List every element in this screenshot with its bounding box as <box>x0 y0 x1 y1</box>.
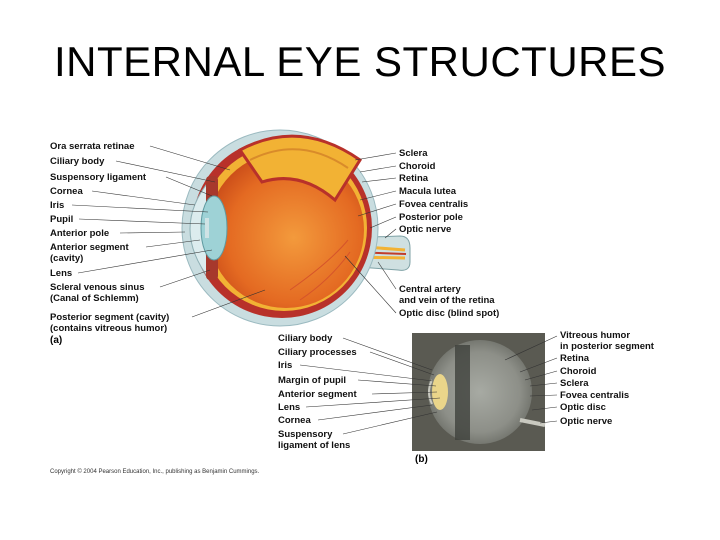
page-title: INTERNAL EYE STRUCTURES <box>53 38 667 85</box>
label-sclera: Sclera <box>399 148 428 159</box>
label-b-fovea-centralis: Fovea centralis <box>560 390 630 401</box>
label-scleral-venous-sinus: Scleral venous sinus (Canal of Schlemm) <box>50 282 145 304</box>
label-b-suspensory-ligament: Suspensory ligament of lens <box>278 429 351 451</box>
label-optic-nerve: Optic nerve <box>399 224 452 235</box>
label-b-optic-disc: Optic disc <box>560 402 606 413</box>
label-macula-lutea: Macula lutea <box>399 186 457 197</box>
label-ciliary-body: Ciliary body <box>50 156 105 167</box>
label-b-margin-of-pupil: Margin of pupil <box>278 375 347 386</box>
lens-shape <box>200 195 228 261</box>
eye-photograph <box>412 333 546 451</box>
label-optic-disc: Optic disc (blind spot) <box>399 308 500 319</box>
label-b-retina: Retina <box>560 353 590 364</box>
label-pupil: Pupil <box>50 214 74 225</box>
leader-lines-b-right <box>504 335 558 424</box>
photo-lens <box>432 374 448 410</box>
photo-eyeball <box>428 340 532 444</box>
label-b-iris: Iris <box>278 360 293 371</box>
label-b-anterior-segment: Anterior segment <box>278 389 357 400</box>
copyright-notice: Copyright © 2004 Pearson Education, Inc.… <box>50 469 260 475</box>
label-b-lens: Lens <box>278 402 301 413</box>
label-posterior-pole: Posterior pole <box>399 212 463 223</box>
leader-lines-a-left <box>71 145 266 318</box>
label-ora-serrata-retinae: Ora serrata retinae <box>50 141 135 152</box>
label-fovea-centralis: Fovea centralis <box>399 199 469 210</box>
label-b-ciliary-processes: Ciliary processes <box>278 347 357 358</box>
eye-cross-section-illustration <box>181 129 411 327</box>
label-lens: Lens <box>50 268 73 279</box>
label-anterior-segment: Anterior segment (cavity) <box>50 242 129 264</box>
label-anterior-pole: Anterior pole <box>50 228 110 239</box>
label-retina: Retina <box>399 173 429 184</box>
leader-lines-a-right <box>344 152 397 314</box>
caption-b: (b) <box>415 454 428 465</box>
label-b-ciliary-body: Ciliary body <box>278 333 333 344</box>
label-b-vitreous-humor: Vitreous humor in posterior segment <box>560 330 654 352</box>
label-b-cornea: Cornea <box>278 415 311 426</box>
label-posterior-segment: Posterior segment (cavity) (contains vit… <box>50 312 170 334</box>
label-b-choroid: Choroid <box>560 366 597 377</box>
label-b-optic-nerve: Optic nerve <box>560 416 613 427</box>
caption-a: (a) <box>50 335 63 346</box>
label-iris: Iris <box>50 200 65 211</box>
label-cornea: Cornea <box>50 186 83 197</box>
label-b-sclera: Sclera <box>560 378 589 389</box>
label-central-artery-vein: Central artery and vein of the retina <box>399 284 495 306</box>
label-suspensory-ligament: Suspensory ligament <box>50 172 147 183</box>
label-choroid: Choroid <box>399 161 436 172</box>
leader-lines-b-left <box>299 337 441 435</box>
